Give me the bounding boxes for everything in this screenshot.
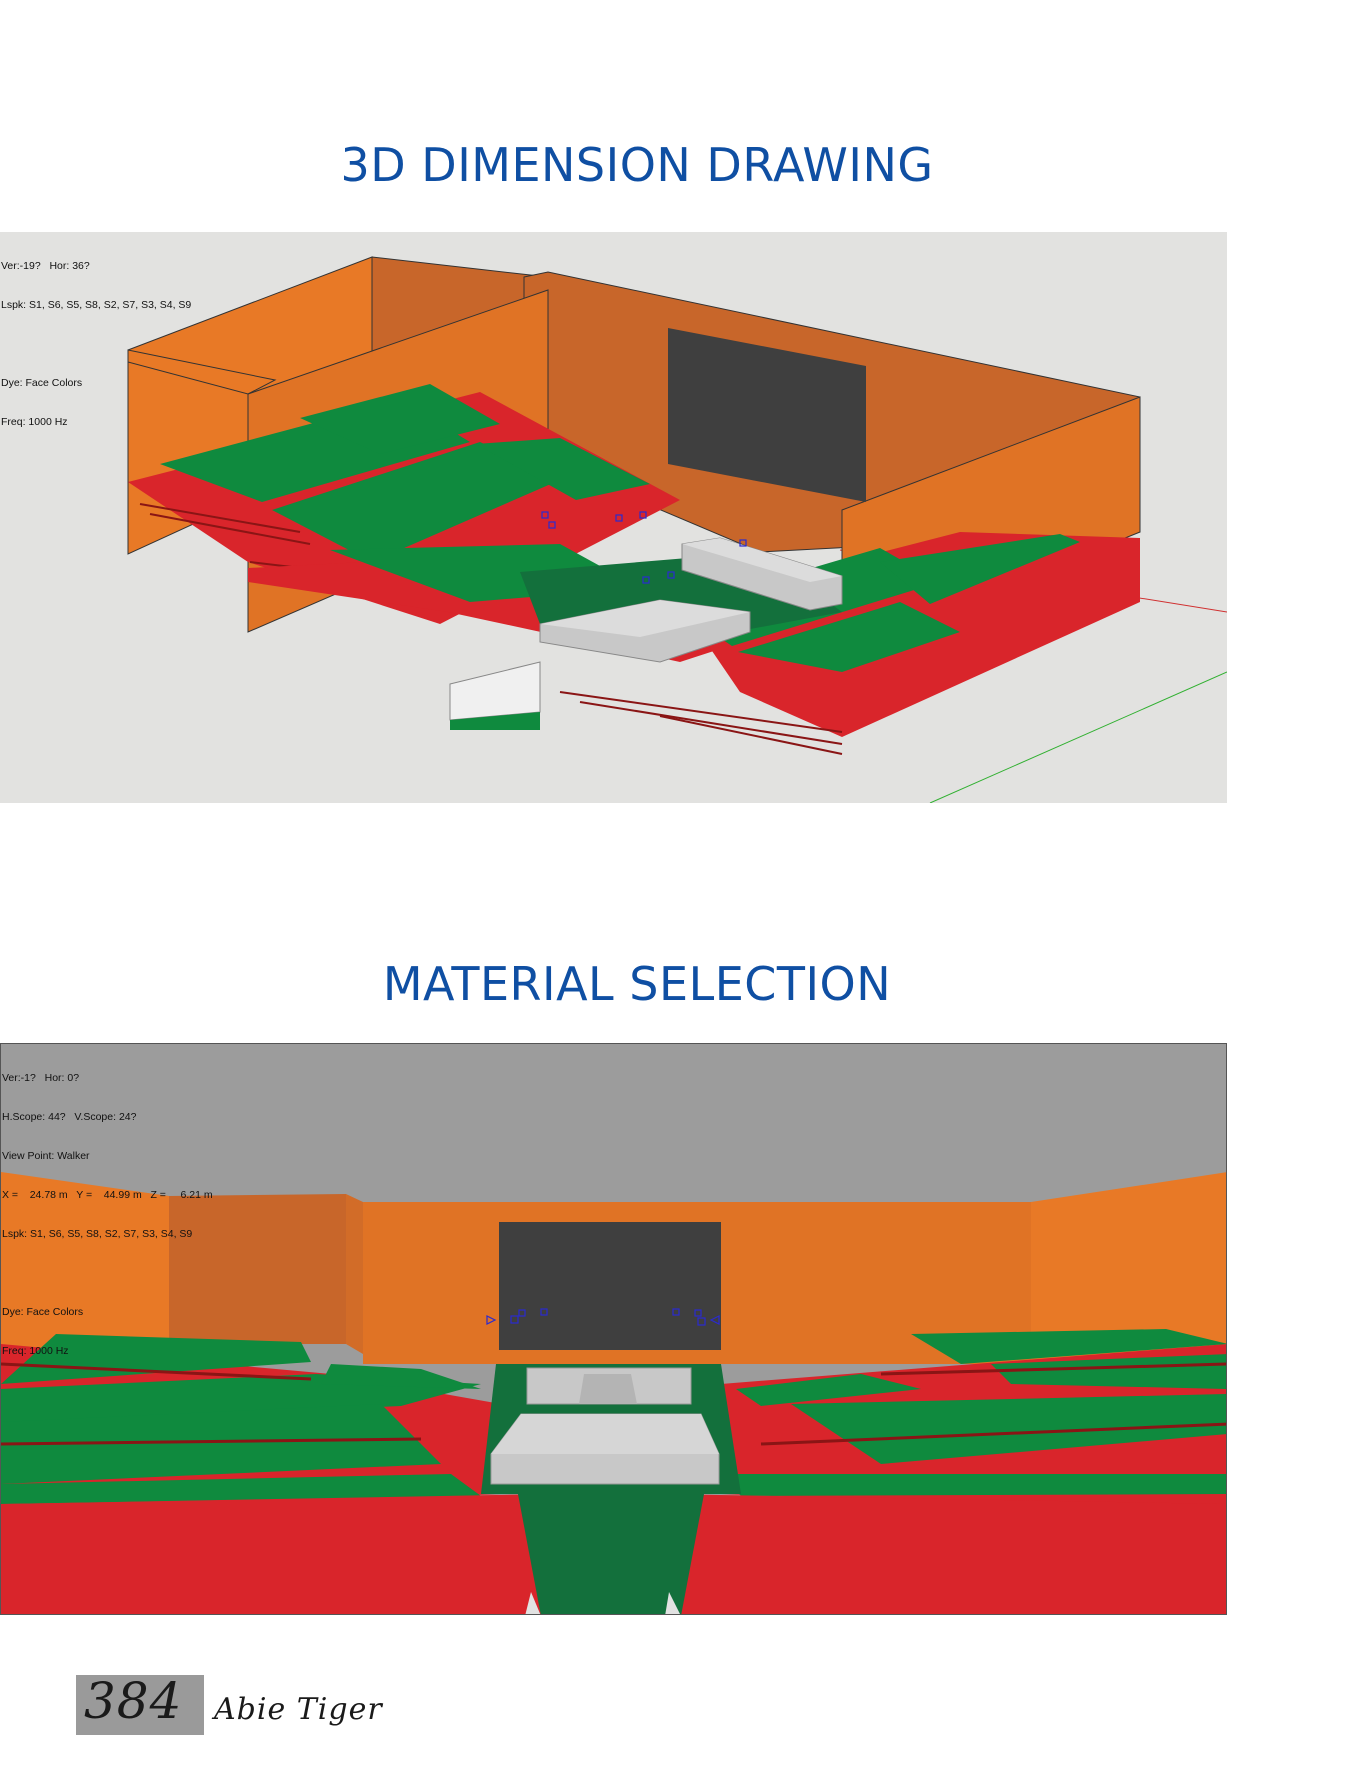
stage-steps bbox=[579, 1374, 637, 1404]
projection-screen bbox=[668, 328, 866, 502]
loudspeaker-list: Lspk: S1, S6, S5, S8, S2, S7, S3, S4, S9 bbox=[2, 1228, 193, 1240]
seating-left-green-2 bbox=[272, 442, 560, 562]
speaker-markers bbox=[486, 1308, 720, 1326]
dimension-drawing-viewport: Ver:-19? Hor: 36? Lspk: S1, S6, S5, S8, … bbox=[0, 232, 1227, 803]
seating-right-stripes bbox=[559, 691, 843, 755]
frequency-readout: Freq: 1000 Hz bbox=[2, 1345, 69, 1357]
stage-top bbox=[682, 538, 842, 582]
seating-left-green-3 bbox=[300, 384, 500, 454]
front-seats-left bbox=[1, 1494, 551, 1614]
section-heading-3d-dimension: 3D DIMENSION DRAWING bbox=[340, 138, 934, 192]
entrance-stairs bbox=[449, 661, 541, 721]
orchestra-top bbox=[491, 1414, 719, 1454]
material-view-model bbox=[1, 1172, 1226, 1614]
wall-left-inner bbox=[169, 1194, 346, 1344]
seating-left-green-4 bbox=[321, 1364, 481, 1389]
side-wall-right bbox=[1031, 1172, 1226, 1374]
front-seats-right bbox=[661, 1494, 1226, 1614]
view-angle-readout: Ver:-19? Hor: 36? bbox=[1, 260, 90, 272]
orchestra-top bbox=[540, 600, 750, 637]
viewpoint-readout: View Point: Walker bbox=[2, 1150, 90, 1162]
page-number: 384 bbox=[84, 1672, 183, 1730]
seating-right-green-5 bbox=[721, 1474, 1226, 1496]
view-angle-readout: Ver:-1? Hor: 0? bbox=[2, 1072, 80, 1084]
position-readout: X = 24.78 m Y = 44.99 m Z = 6.21 m bbox=[2, 1189, 213, 1201]
frequency-readout: Freq: 1000 Hz bbox=[1, 416, 68, 428]
seating-right-green-4 bbox=[991, 1354, 1226, 1389]
viewport-info-overlay: Ver:-19? Hor: 36? Lspk: S1, S6, S5, S8, … bbox=[1, 234, 191, 455]
page-number-box bbox=[76, 1675, 204, 1735]
dye-readout: Dye: Face Colors bbox=[1, 377, 83, 389]
aisle-edge-right bbox=[665, 1592, 680, 1614]
seating-left-green-5 bbox=[1, 1474, 481, 1504]
seating-right-green-2 bbox=[880, 534, 1080, 604]
entrance-floor bbox=[450, 712, 540, 730]
wall-left-corner bbox=[346, 1194, 363, 1354]
seating-right-green-2 bbox=[736, 1374, 921, 1406]
seating-right-green-3 bbox=[738, 602, 960, 672]
seating-left-green-2 bbox=[1, 1374, 481, 1424]
dye-readout: Dye: Face Colors bbox=[2, 1306, 84, 1318]
seating-right-green-3 bbox=[791, 1394, 1226, 1464]
projection-screen bbox=[499, 1222, 721, 1350]
material-view-viewport: Ver:-1? Hor: 0? H.Scope: 44? V.Scope: 24… bbox=[0, 1043, 1227, 1615]
y-axis-line bbox=[929, 671, 1227, 803]
side-wall-left bbox=[1, 1172, 169, 1374]
seating-left-green-4 bbox=[476, 438, 650, 500]
dimension-drawing-model bbox=[127, 256, 1227, 803]
section-heading-material-selection: MATERIAL SELECTION bbox=[382, 957, 892, 1011]
wall-step bbox=[127, 349, 277, 395]
author-signature: Abie Tiger bbox=[214, 1692, 383, 1727]
scope-readout: H.Scope: 44? V.Scope: 24? bbox=[2, 1111, 137, 1123]
viewport-info-overlay: Ver:-1? Hor: 0? H.Scope: 44? V.Scope: 24… bbox=[2, 1046, 213, 1384]
speaker-markers bbox=[541, 511, 747, 584]
loudspeaker-list: Lspk: S1, S6, S5, S8, S2, S7, S3, S4, S9 bbox=[1, 299, 192, 311]
seating-left-green-1 bbox=[1, 1334, 311, 1384]
seating-right-green-1 bbox=[911, 1329, 1226, 1364]
seating-left-green-3 bbox=[1, 1404, 441, 1484]
aisle-edge-left bbox=[525, 1592, 541, 1614]
